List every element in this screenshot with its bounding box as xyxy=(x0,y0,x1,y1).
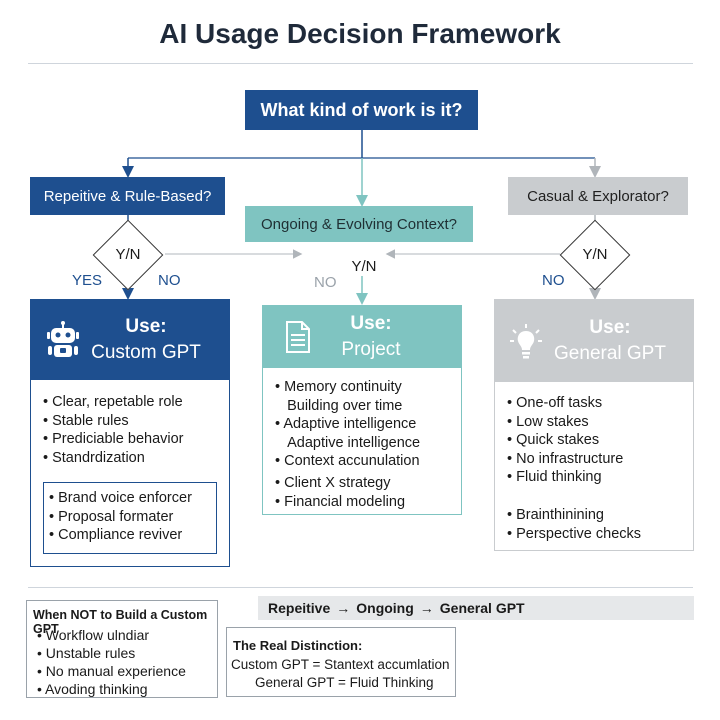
list-item: Context accunulation xyxy=(275,452,420,471)
card-general-gpt-use: Use: xyxy=(589,317,631,338)
question-repetitive-text: Repeitive & Rule-Based? xyxy=(43,187,212,205)
list-item: Standrdization xyxy=(43,449,184,468)
list-item: Unstable rules xyxy=(37,644,186,662)
card-custom-gpt-name: Custom GPT xyxy=(91,342,201,363)
yn-label-middle: Y/N xyxy=(351,258,377,275)
real-distinction-line1: Custom GPT = Stantext accumlation xyxy=(231,657,450,672)
flow-step-repetitive: Repeitive xyxy=(268,600,331,616)
card-general-gpt-list: One-off tasks Low stakes Quick stakes No… xyxy=(507,394,623,487)
no-label-left: NO xyxy=(158,272,181,289)
card-custom-gpt-header: Use: Custom GPT xyxy=(31,300,229,380)
real-distinction-box: The Real Distinction: Custom GPT = Stant… xyxy=(226,627,456,697)
root-question-text: What kind of work is it? xyxy=(260,99,463,120)
robot-icon xyxy=(47,321,79,357)
root-question-box: What kind of work is it? xyxy=(245,90,478,130)
question-casual: Casual & Explorator? xyxy=(508,177,688,215)
page-title: AI Usage Decision Framework xyxy=(159,18,561,49)
card-general-gpt: Use: General GPT One-off tasks Low stake… xyxy=(494,299,694,551)
list-item: Adaptive intelligence xyxy=(275,415,420,434)
when-not-box: When NOT to Build a Custom GPT Workflow … xyxy=(26,600,218,698)
list-item: Low stakes xyxy=(507,413,623,432)
card-project-header: Use: Project xyxy=(263,306,461,368)
flow-summary-bar: Repeitive → Ongoing → General GPT xyxy=(258,596,694,620)
card-custom-gpt-use: Use: xyxy=(125,316,167,337)
list-item: No infrastructure xyxy=(507,450,623,469)
list-item: Workflow ulndiar xyxy=(37,626,186,644)
list-item: Fluid thinking xyxy=(507,468,623,487)
list-item: Memory continuity xyxy=(275,378,420,397)
flow-arrow-2: → xyxy=(419,600,434,616)
card-project: Use: Project Memory continuity Building … xyxy=(262,305,462,515)
yes-label: YES xyxy=(72,272,103,289)
question-repetitive: Repeitive & Rule-Based? xyxy=(30,177,225,215)
no-label-middle: NO xyxy=(314,274,337,291)
document-icon xyxy=(286,321,310,353)
list-item: Prediciable behavior xyxy=(43,430,183,449)
card-custom-gpt-list: Clear, repetable role Stable rules Predi… xyxy=(43,393,184,468)
list-item: One-off tasks xyxy=(507,394,623,413)
question-casual-text: Casual & Explorator? xyxy=(527,187,669,205)
list-item: Building over time xyxy=(287,397,403,414)
no-label-right: NO xyxy=(542,272,565,289)
lightbulb-icon xyxy=(510,324,542,359)
list-item: Compliance reviver xyxy=(49,526,192,545)
card-project-examples: Client X strategy Financial modeling xyxy=(275,474,405,511)
card-project-use: Use: xyxy=(350,313,392,334)
card-general-gpt-header: Use: General GPT xyxy=(495,300,693,382)
list-item: Perspective checks xyxy=(507,525,641,544)
card-custom-gpt-examples: Brand voice enforcer Proposal formater C… xyxy=(43,482,217,554)
list-item: Financial modeling xyxy=(275,493,405,512)
list-item: Avoding thinking xyxy=(37,680,186,698)
when-not-list: Workflow ulndiar Unstable rules No manua… xyxy=(37,626,186,698)
question-ongoing: Ongoing & Evolving Context? xyxy=(245,206,473,242)
list-item: Stable rules xyxy=(43,412,184,431)
real-distinction-title: The Real Distinction: xyxy=(233,638,363,653)
bottom-divider xyxy=(28,587,693,588)
list-item: Brand voice enforcer xyxy=(49,489,192,508)
yn-label-left: Y/N xyxy=(115,246,141,263)
title-divider xyxy=(28,63,693,64)
flow-step-general: General GPT xyxy=(439,600,525,616)
card-general-gpt-name: General GPT xyxy=(554,343,666,364)
card-project-list: Memory continuity Building over time Ada… xyxy=(275,378,420,471)
list-item: Quick stakes xyxy=(507,431,623,450)
card-custom-gpt: Use: Custom GPT Clear, repetable role St… xyxy=(30,299,230,567)
list-item: Clear, repetable role xyxy=(43,393,184,412)
flow-step-ongoing: Ongoing xyxy=(356,600,414,616)
list-item: Proposal formater xyxy=(49,508,192,527)
flow-arrow-1: → xyxy=(336,600,351,616)
real-distinction-line2: General GPT = Fluid Thinking xyxy=(255,675,434,690)
list-item: Client X strategy xyxy=(275,474,405,493)
question-ongoing-text: Ongoing & Evolving Context? xyxy=(261,215,457,233)
card-project-name: Project xyxy=(341,339,401,360)
card-general-gpt-examples: Brainthinining Perspective checks xyxy=(507,506,641,543)
list-item: Adaptive intelligence xyxy=(287,434,421,451)
list-item: Brainthinining xyxy=(507,506,641,525)
yn-label-right: Y/N xyxy=(582,246,608,263)
list-item: No manual experience xyxy=(37,662,186,680)
